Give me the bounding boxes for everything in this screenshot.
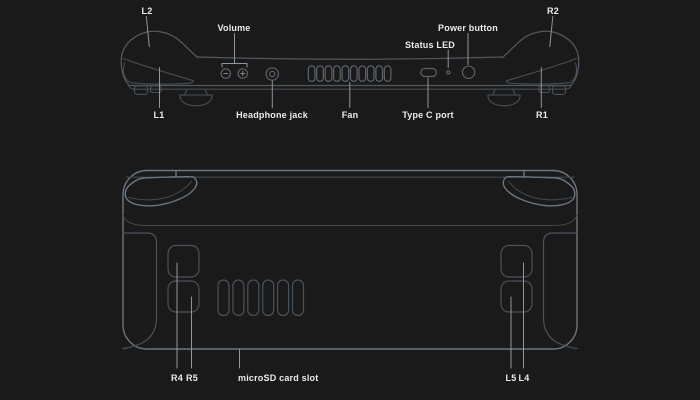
left-grip-panel-seam — [122, 232, 158, 350]
type-c-port — [420, 67, 437, 78]
back-view-group: R4 R5 microSD card slot L5 L4 — [122, 169, 578, 383]
volume-plus-icon: + — [240, 69, 246, 78]
left-feet — [133, 85, 162, 95]
l4-button — [500, 244, 533, 278]
l5-button — [500, 280, 533, 313]
top-view-group: − + — [120, 6, 580, 120]
r5-label: R5 — [186, 373, 198, 383]
r1-label: R1 — [536, 110, 548, 120]
status-led-dot — [446, 70, 451, 75]
power-button-label: Power button — [438, 23, 498, 33]
r2-trigger-shape — [501, 30, 580, 87]
back-vent-slots — [217, 279, 305, 317]
back-device-outline — [122, 169, 578, 350]
r4-label: R4 — [171, 373, 183, 383]
left-grip-bumper-seam — [128, 180, 192, 201]
fan-vent-slots — [307, 65, 392, 83]
right-grip-bumper-seam — [508, 180, 572, 201]
back-cover-seam — [122, 214, 578, 227]
l1-bumper-shape — [122, 62, 195, 85]
r1-bumper-shape — [505, 62, 578, 85]
headphone-jack-port — [265, 67, 280, 81]
l2-label: L2 — [142, 6, 153, 16]
power-button-circle — [461, 65, 476, 80]
l2-leader-line — [145, 16, 150, 47]
l1-label: L1 — [154, 110, 165, 120]
r5-button — [167, 280, 200, 313]
fan-label: Fan — [342, 110, 359, 120]
l2-trigger-shape — [120, 30, 199, 87]
volume-label: Volume — [217, 23, 250, 33]
l5-label: L5 — [506, 373, 517, 383]
volume-minus-icon: − — [223, 69, 229, 78]
right-grip-bumper — [502, 175, 576, 207]
status-led-label: Status LED — [405, 40, 455, 50]
microsd-label: microSD card slot — [238, 373, 318, 383]
left-grip-bumper — [124, 175, 198, 207]
left-thumbstick — [179, 88, 213, 107]
volume-leader-line — [221, 33, 248, 68]
volume-minus-button: − — [220, 68, 232, 79]
top-device-top-edge — [196, 56, 504, 60]
right-grip-panel-seam — [542, 232, 578, 350]
l1-bumper-seam — [122, 57, 194, 82]
volume-plus-button: + — [237, 68, 249, 79]
right-feet — [538, 85, 567, 95]
r2-label: R2 — [547, 6, 559, 16]
r2-leader-line — [549, 16, 554, 47]
headphone-jack-label: Headphone jack — [236, 110, 309, 120]
type-c-port-label: Type C port — [402, 110, 454, 120]
r4-button — [167, 244, 200, 278]
right-thumbstick — [487, 88, 521, 107]
r1-bumper-seam — [506, 57, 578, 82]
l4-label: L4 — [519, 373, 530, 383]
